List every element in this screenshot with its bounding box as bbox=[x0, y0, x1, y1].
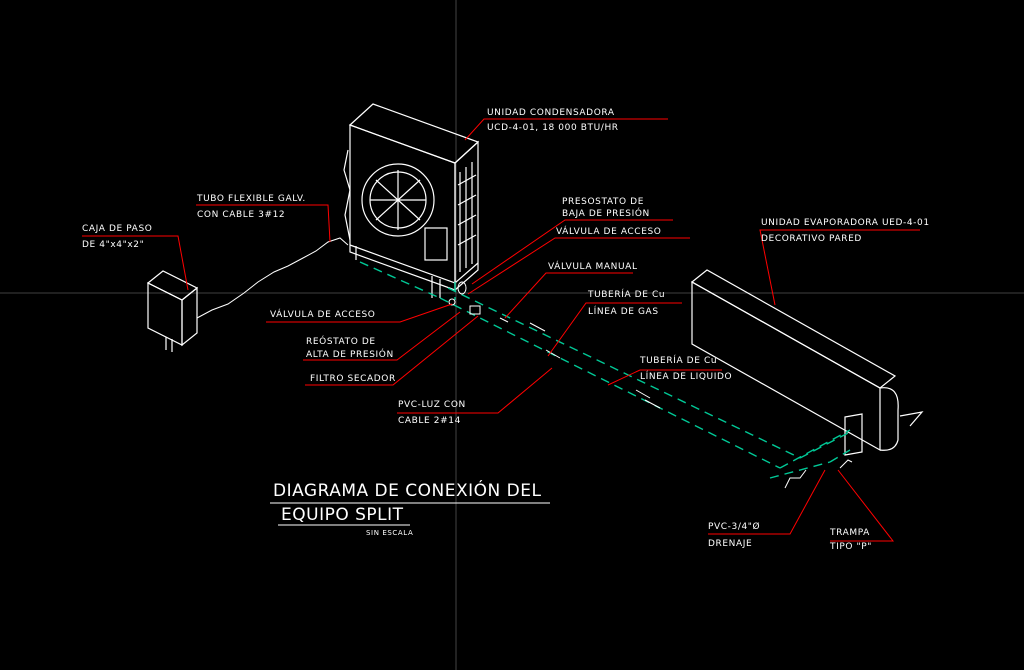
evaporator-unit bbox=[690, 269, 924, 456]
label-pvc-drenaje-2: DRENAJE bbox=[708, 539, 753, 549]
label-caja-1: CAJA DE PASO bbox=[82, 224, 153, 234]
label-tubo-2: CON CABLE 3#12 bbox=[197, 210, 286, 220]
label-evaporadora-2: DECORATIVO PARED bbox=[761, 234, 862, 244]
label-caja-2: DE 4"x4"x2" bbox=[82, 240, 145, 250]
leader-lines bbox=[82, 118, 920, 542]
label-valvula-acceso-left: VÁLVULA DE ACCESO bbox=[270, 310, 376, 320]
label-presostato-2: BAJA DE PRESIÓN bbox=[562, 209, 650, 219]
label-evaporadora-1: UNIDAD EVAPORADORA UED-4-01 bbox=[761, 218, 930, 228]
label-reostato-1: REÓSTATO DE bbox=[306, 337, 376, 347]
label-pvc-luz-2: CABLE 2#14 bbox=[398, 416, 461, 426]
pipe-fittings bbox=[448, 281, 853, 489]
label-condensadora-1: UNIDAD CONDENSADORA bbox=[487, 108, 615, 118]
label-tuberia-liq-1: TUBERÍA DE Cu bbox=[640, 356, 718, 366]
diagram-title-line1: DIAGRAMA DE CONEXIÓN DEL bbox=[273, 481, 542, 501]
label-tubo-1: TUBO FLEXIBLE GALV. bbox=[197, 194, 306, 204]
label-tuberia-gas-2: LÍNEA DE GAS bbox=[588, 307, 659, 317]
label-reostato-2: ALTA DE PRESIÓN bbox=[306, 350, 394, 360]
label-condensadora-2: UCD-4-01, 18 000 BTU/HR bbox=[487, 123, 619, 133]
diagram-title-line2: EQUIPO SPLIT bbox=[281, 505, 404, 525]
label-presostato-1: PRESOSTATO DE bbox=[562, 197, 644, 207]
label-trampa-1: TRAMPA bbox=[830, 528, 870, 538]
diagram-scale-note: SIN ESCALA bbox=[366, 529, 414, 537]
condensing-unit bbox=[343, 103, 480, 298]
label-trampa-2: TIPO "P" bbox=[830, 542, 873, 552]
label-tuberia-liq-2: LÍNEA DE LIQUIDO bbox=[640, 372, 733, 382]
label-filtro: FILTRO SECADOR bbox=[310, 374, 396, 384]
flexible-conduit bbox=[196, 237, 349, 319]
label-valvula-acceso-right: VÁLVULA DE ACCESO bbox=[556, 227, 662, 237]
label-pvc-drenaje-1: PVC-3/4"Ø bbox=[708, 522, 761, 532]
fan-icon bbox=[361, 163, 435, 237]
label-pvc-luz-1: PVC-LUZ CON bbox=[398, 400, 466, 410]
label-tuberia-gas-1: TUBERÍA DE Cu bbox=[588, 290, 666, 300]
title-underlines bbox=[270, 502, 550, 526]
label-valvula-manual: VÁLVULA MANUAL bbox=[548, 262, 638, 272]
junction-box bbox=[146, 270, 199, 352]
